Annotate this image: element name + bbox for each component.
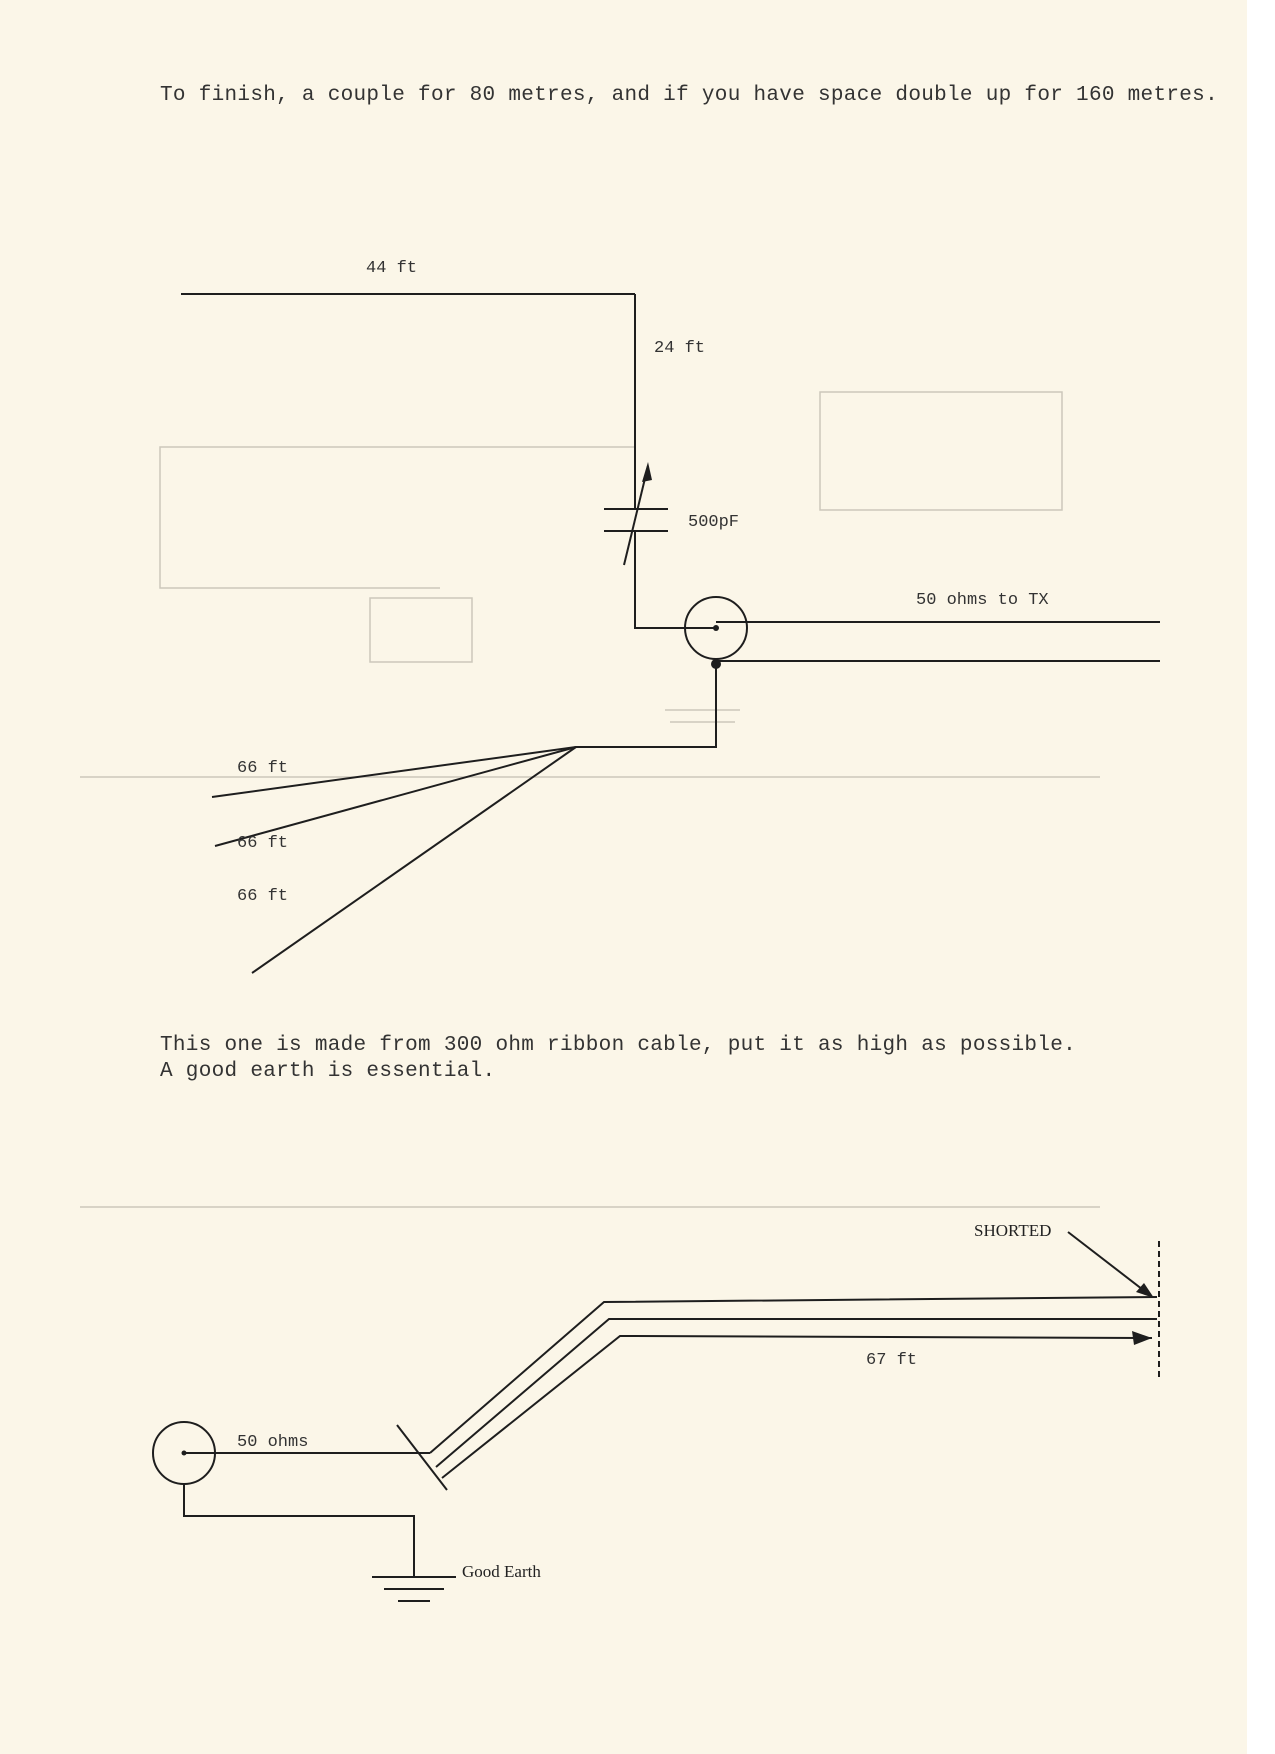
shorted-arrow (1067, 1231, 1152, 1297)
feed-label: 50 ohms to TX (916, 591, 1049, 610)
radial-2 (214, 746, 577, 847)
top-wire-label: 44 ft (366, 259, 417, 278)
ribbon-wire-3 (441, 1334, 1153, 1479)
capacitor-label: 500pF (688, 513, 739, 532)
ribbon-wire-2 (435, 1318, 1157, 1468)
radial-1 (211, 746, 577, 798)
diagram-160m-antenna: 50 ohms Good Earth SHORTED 67 ft (152, 1221, 1160, 1602)
length-label: 67 ft (866, 1351, 917, 1370)
page-edge (1247, 0, 1275, 1754)
bleed-through-marks (80, 391, 1100, 1208)
shorted-label: SHORTED (974, 1221, 1051, 1240)
radial-3 (251, 746, 577, 974)
radial-label-1: 66 ft (237, 759, 288, 778)
radial-label-3: 66 ft (237, 887, 288, 906)
vertical-wire-label: 24 ft (654, 339, 705, 358)
ground-symbol-icon (372, 1576, 456, 1602)
radial-label-2: 66 ft (237, 834, 288, 853)
intro-text: To finish, a couple for 80 metres, and i… (160, 84, 1218, 107)
earth-label: Good Earth (462, 1562, 541, 1581)
diagram-80m-antenna: 44 ft 24 ft 500pF 50 ohms to TX (181, 259, 1160, 974)
ribbon-wire-1 (429, 1296, 1158, 1454)
description-line-1: This one is made from 300 ohm ribbon cab… (160, 1034, 1077, 1057)
description-line-2: A good earth is essential. (160, 1060, 496, 1083)
feed-label-2: 50 ohms (237, 1433, 308, 1452)
